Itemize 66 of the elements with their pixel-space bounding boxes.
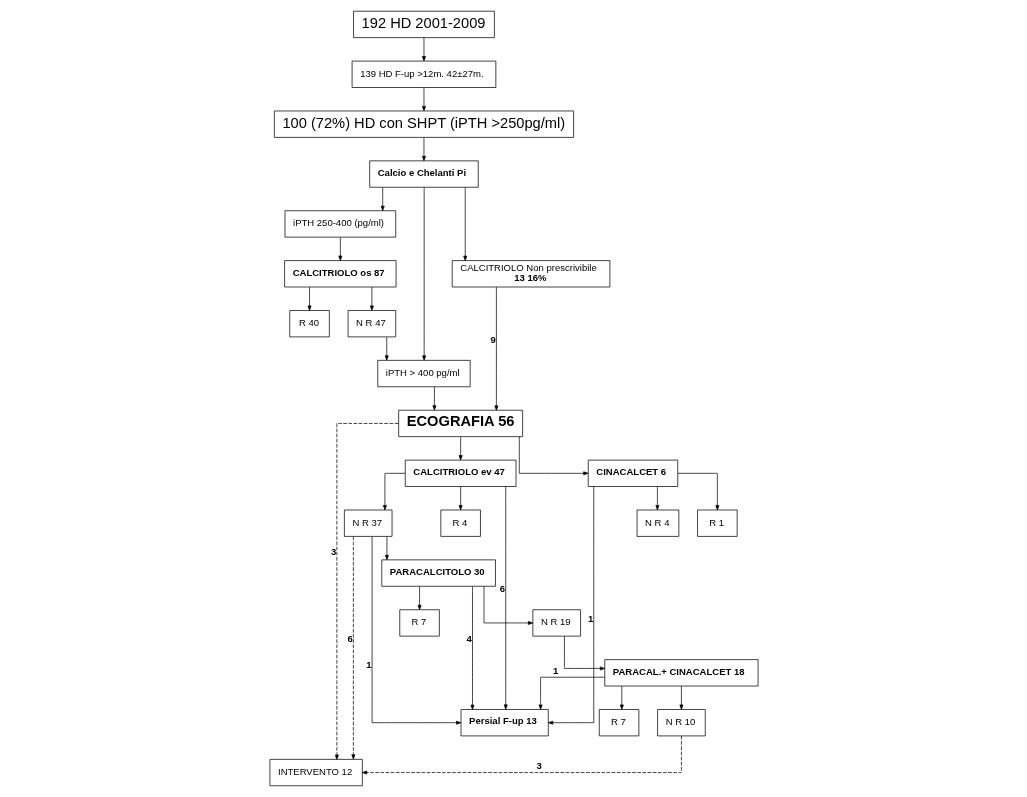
node-box: N R 19 xyxy=(532,609,581,637)
arrow xyxy=(371,536,461,725)
node-box: INTERVENTO 12 xyxy=(269,759,363,787)
arrow xyxy=(547,486,594,725)
edge-label: 1 xyxy=(365,659,371,671)
edge-label: 1 xyxy=(552,664,558,676)
arrow xyxy=(470,585,474,710)
node-box: R 40 xyxy=(288,310,330,338)
arrow xyxy=(384,536,389,561)
edge-label: 4 xyxy=(466,633,472,645)
arrow xyxy=(384,336,389,361)
node-box: CINACALCET 6 xyxy=(587,459,678,487)
node-box: iPTH > 400 pg/ml xyxy=(376,360,471,388)
node-box: R 7 xyxy=(598,709,639,737)
arrow xyxy=(679,685,683,710)
node-box: R 4 xyxy=(439,509,481,537)
arrow xyxy=(337,236,342,261)
node-box: 100 (72%) HD con SHPT (iPTH >250pg/ml) xyxy=(273,110,574,138)
arrow xyxy=(619,685,624,710)
arrow xyxy=(421,87,426,112)
edge-label: 1 xyxy=(587,612,593,624)
node-box: Persial F-up 13 xyxy=(460,709,549,737)
arrow xyxy=(563,636,605,671)
node-box: R 7 xyxy=(398,609,440,637)
arrow xyxy=(417,586,421,610)
node-box: R 1 xyxy=(696,509,738,537)
arrow xyxy=(494,286,498,411)
arrow xyxy=(462,186,467,261)
arrow xyxy=(382,472,406,511)
node-box: CALCITRIOLO Non prescrivibile 13 16% xyxy=(451,260,610,288)
node-box: iPTH 250-400 (pg/ml) xyxy=(284,210,396,238)
node-box: ECOGRAFIA 56 xyxy=(397,409,523,437)
node-box: PARACAL.+ CINACALCET 18 xyxy=(603,659,758,687)
edge-label: 9 xyxy=(490,334,496,346)
node-box: 192 HD 2001-2009 xyxy=(352,10,495,38)
node-box: CALCITRIOLO os 87 xyxy=(283,260,396,288)
arrow xyxy=(421,187,426,361)
node-box: Calcio e Chelanti Pi xyxy=(368,160,479,188)
arrow xyxy=(421,37,426,62)
node-box: N R 4 xyxy=(636,509,679,537)
edge-label: 6 xyxy=(347,633,353,645)
arrow xyxy=(538,676,605,710)
node-box: N R 10 xyxy=(656,709,706,737)
node-box: PARACALCITOLO 30 xyxy=(380,559,496,587)
node-box: N R 47 xyxy=(347,310,396,338)
edge-label: 3 xyxy=(536,760,542,772)
edge-label: 6 xyxy=(499,583,505,595)
arrow xyxy=(307,286,311,311)
arrow xyxy=(458,436,463,461)
arrow xyxy=(421,137,426,161)
node-box: CALCITRIOLO ev 47 xyxy=(404,459,516,487)
arrow xyxy=(483,586,533,625)
arrow xyxy=(334,423,399,760)
arrow xyxy=(458,486,463,511)
arrow xyxy=(677,472,719,511)
edge-label: 3 xyxy=(330,546,336,558)
arrow xyxy=(361,735,682,775)
node-box: 139 HD F-up >12m. 42±27m. xyxy=(351,60,496,88)
arrow xyxy=(432,386,436,411)
arrow xyxy=(655,486,659,511)
arrow xyxy=(350,536,355,760)
arrow xyxy=(380,187,385,211)
arrow xyxy=(503,486,508,710)
arrow xyxy=(518,436,588,476)
arrow xyxy=(369,286,374,311)
node-box: N R 37 xyxy=(343,509,392,537)
